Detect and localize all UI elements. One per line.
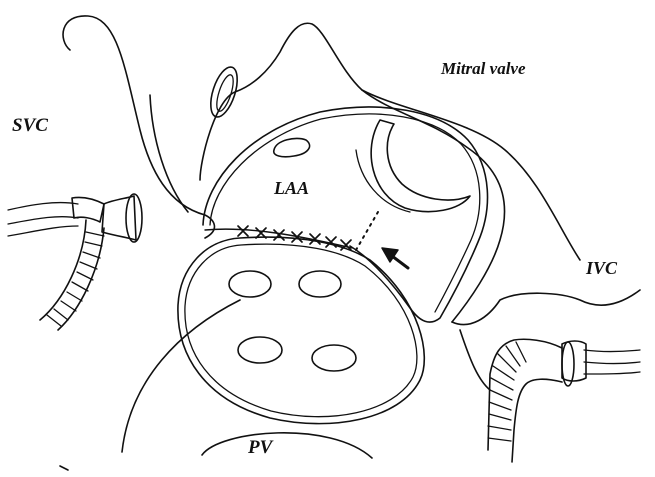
pv-wall-outer bbox=[178, 237, 424, 423]
right-wall-contour bbox=[452, 290, 640, 325]
ivc-label: IVC bbox=[586, 259, 617, 277]
svc-label: SVC bbox=[12, 116, 48, 135]
pv-ostium-lower-right bbox=[312, 345, 356, 371]
dotted-incision-line bbox=[356, 212, 378, 250]
ivc-cannula bbox=[488, 339, 640, 462]
mitral-valve-label: Mitral valve bbox=[441, 60, 526, 77]
laa-label: LAA bbox=[274, 179, 309, 197]
left-lower-contour bbox=[122, 300, 240, 452]
svc-cannula bbox=[8, 194, 142, 330]
right-lower-contour bbox=[460, 330, 490, 390]
bottom-left-tick bbox=[60, 466, 68, 470]
laa-small-opening bbox=[274, 138, 310, 156]
arrow-pointing-up-left-icon bbox=[382, 248, 408, 268]
outer-atrial-contour bbox=[63, 16, 214, 238]
pv-ostium-lower-left bbox=[238, 337, 282, 363]
laa-flap-outer bbox=[203, 107, 487, 322]
pv-ostium-upper-left bbox=[229, 271, 271, 297]
pv-label: PV bbox=[248, 438, 272, 457]
pv-ostium-upper-right bbox=[299, 271, 341, 297]
laa-flap-inner bbox=[210, 114, 480, 312]
outer-atrial-contour-inner bbox=[150, 95, 188, 212]
bottom-contour bbox=[202, 433, 372, 458]
mitral-valve-crescent-inner bbox=[356, 150, 410, 212]
mitral-valve-crescent-outer bbox=[371, 120, 470, 212]
